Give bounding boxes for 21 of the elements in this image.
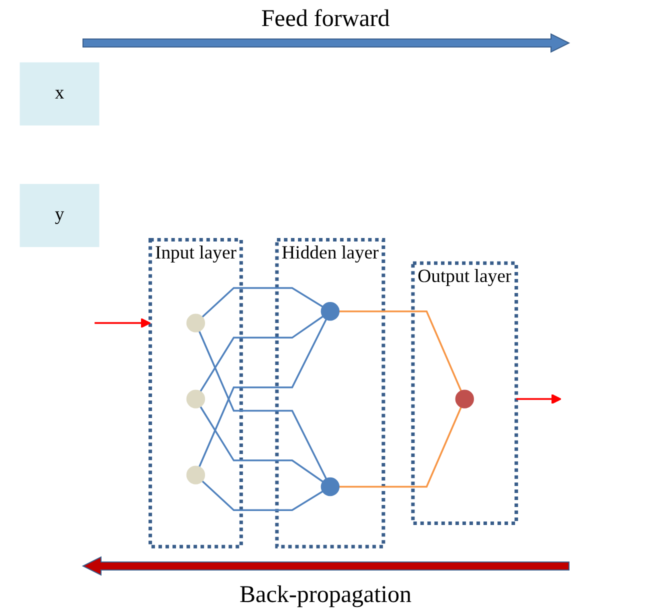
connector (338, 406, 462, 488)
cluster: Hidden layer (275, 238, 386, 548)
cluster: Output layer (411, 261, 518, 526)
direction-label: Back-propagation (240, 582, 412, 609)
connector (338, 310, 462, 392)
arrow (516, 394, 562, 404)
node-circle (186, 390, 206, 408)
connector (200, 316, 324, 392)
node-box: y (20, 184, 100, 248)
connector (200, 406, 324, 482)
node-circle (186, 314, 206, 332)
direction-label: Feed forward (261, 6, 390, 33)
node-circle (320, 302, 340, 321)
connector (202, 287, 324, 318)
node-circle (455, 390, 474, 408)
node-box: x (20, 62, 100, 126)
cluster: Input layer (148, 238, 243, 548)
connector (202, 480, 324, 511)
node-circle (320, 477, 340, 496)
node-circle (186, 466, 206, 484)
arrow (94, 318, 151, 328)
